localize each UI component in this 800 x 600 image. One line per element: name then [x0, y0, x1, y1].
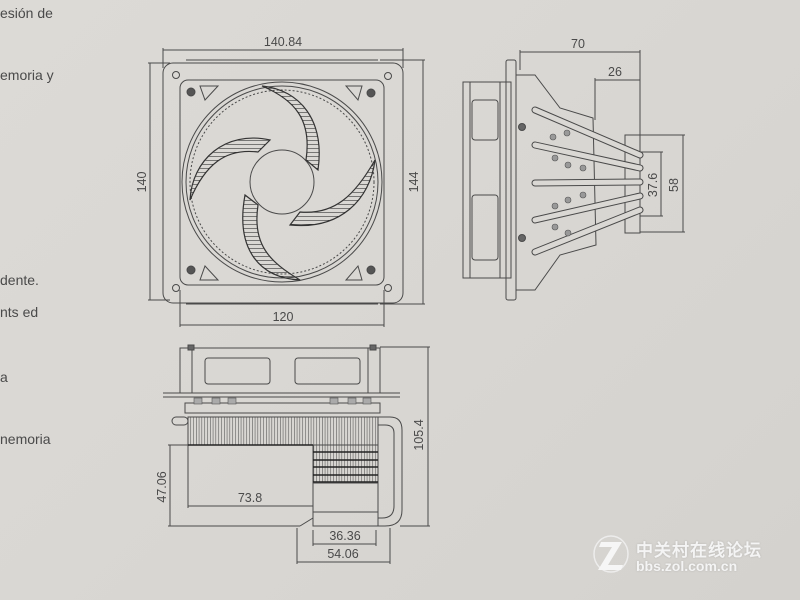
side-text-line: emoria y [0, 67, 54, 83]
front-view: 140.84 140 144 120 [135, 35, 425, 327]
dim-120: 120 [273, 310, 294, 324]
side-text-line: esión de [0, 5, 53, 21]
dim-73-8: 73.8 [238, 491, 262, 505]
dim-26: 26 [608, 65, 622, 79]
side-text-line: a [0, 369, 8, 385]
dim-105-4: 105.4 [412, 419, 426, 450]
dim-54-06: 54.06 [327, 547, 358, 561]
dim-144: 144 [407, 172, 421, 193]
dim-140: 140 [135, 172, 149, 193]
watermark: 中关村在线论坛 bbs.zol.com.cn [592, 530, 792, 580]
side-view: 70 26 58 37.6 [462, 37, 685, 301]
dim-58: 58 [667, 178, 681, 192]
dim-70: 70 [571, 37, 585, 51]
bottom-view: 105.4 47.06 73.8 36.36 54.06 [155, 344, 430, 564]
dim-47-06: 47.06 [155, 471, 169, 502]
dim-140-84: 140.84 [264, 35, 302, 49]
dim-37-6: 37.6 [646, 173, 660, 197]
watermark-url: bbs.zol.com.cn [636, 558, 738, 574]
watermark-site-name: 中关村在线论坛 [636, 541, 762, 560]
dim-36-36: 36.36 [329, 529, 360, 543]
side-text-line: dente. [0, 272, 39, 288]
side-text-line: nemoria [0, 431, 51, 447]
zol-logo-icon [593, 535, 629, 573]
side-text-line: nts ed [0, 304, 39, 320]
